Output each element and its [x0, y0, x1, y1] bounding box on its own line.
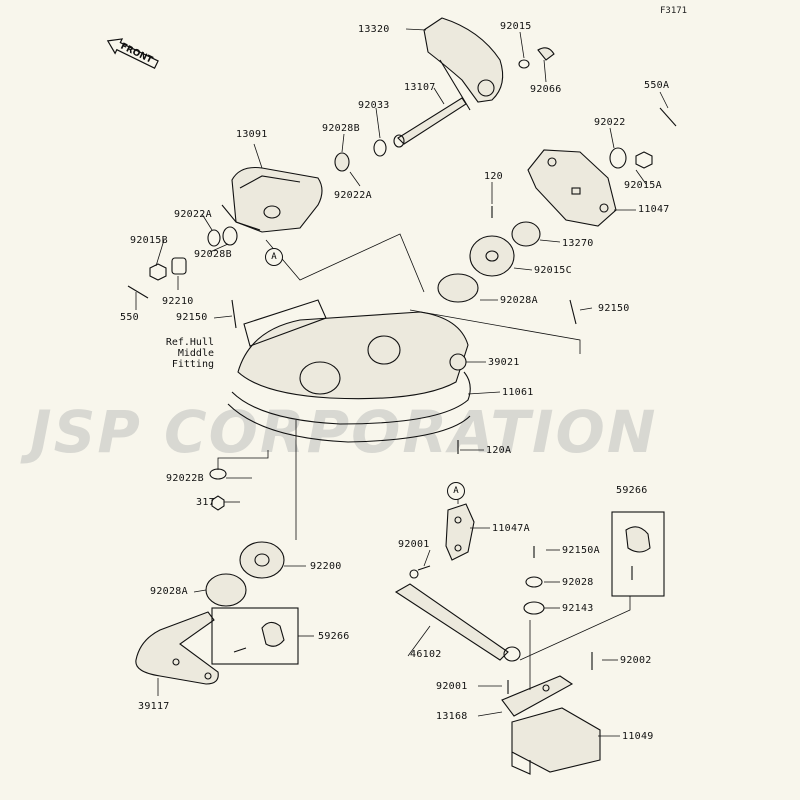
part-label: 39117: [138, 701, 170, 712]
part-label: 92200: [310, 561, 342, 572]
part-label: 11047: [638, 204, 670, 215]
part-label: 59266: [616, 485, 648, 496]
part-label: 92022B: [166, 473, 204, 484]
part-label: 92022A: [334, 190, 372, 201]
cap-92066: [537, 47, 555, 61]
inset-box-59266-left: [211, 607, 299, 665]
bolt-92150-right: [569, 299, 577, 325]
part-label: 317: [196, 497, 215, 508]
cap-39021: [449, 353, 467, 371]
deflector-13320: [423, 17, 504, 111]
nut-92015A: [635, 151, 653, 169]
bushing-92028B-left: [222, 226, 238, 246]
part-label: 92015: [500, 21, 532, 32]
plate-13270: [511, 221, 541, 247]
pump-cover-11061: [227, 299, 471, 443]
part-label: 120A: [486, 445, 512, 456]
lever-13168: [501, 675, 574, 717]
washer-92015C: [469, 235, 515, 277]
washer-92022A: [207, 229, 221, 247]
part-label: 120: [484, 171, 503, 182]
part-label: 39021: [488, 357, 520, 368]
part-label: 92028A: [500, 295, 538, 306]
part-label: 59266: [318, 631, 350, 642]
bushing-92028B: [334, 152, 350, 172]
inset-box-59266-right: [611, 511, 665, 597]
washer-92022: [609, 147, 627, 169]
part-label: 92150: [598, 303, 630, 314]
part-label: 92066: [530, 84, 562, 95]
part-label: 92150: [176, 312, 208, 323]
watermark: JSP CORPORATION: [30, 398, 658, 466]
part-label: 13107: [404, 82, 436, 93]
part-label: 92002: [620, 655, 652, 666]
callout-a-top: A: [265, 248, 283, 266]
figure-number: F3171: [660, 6, 688, 16]
cap-59266-right: [625, 526, 651, 553]
part-label: 92001: [436, 681, 468, 692]
part-label: 46102: [410, 649, 442, 660]
bracket-11047: [527, 149, 617, 227]
part-label: 13168: [436, 711, 468, 722]
front-arrow-icon: [106, 38, 159, 69]
part-label: 92028A: [150, 586, 188, 597]
shaft-13107: [393, 97, 467, 148]
washer-92022B: [209, 468, 227, 480]
part-label: 13320: [358, 24, 390, 35]
cotter-pin-550: [127, 285, 149, 299]
bushing-92028A-bottom: [205, 573, 247, 607]
part-label: 92150A: [562, 545, 600, 556]
part-label: 92022: [594, 117, 626, 128]
part-label: 92022A: [174, 209, 212, 220]
pump-housing-13091: [221, 166, 323, 233]
part-label: 92028B: [194, 249, 232, 260]
cotter-pin-550A: [659, 107, 677, 127]
ball-joint-92001-top: [417, 565, 431, 571]
part-label: 92015B: [130, 235, 168, 246]
nut-317: [211, 495, 225, 511]
bolt-92150-left: [231, 299, 237, 329]
part-label: 92210: [162, 296, 194, 307]
bushing-92143: [523, 601, 545, 615]
lever-39117: [135, 611, 219, 685]
washer-92015: [518, 59, 530, 69]
bushing-92028A: [437, 273, 479, 303]
part-label: 13091: [236, 129, 268, 140]
part-label: 11049: [622, 731, 654, 742]
part-label: 550: [120, 312, 139, 323]
arm-11047A: [445, 503, 475, 561]
rod-46102: [394, 583, 521, 662]
washer-92033: [373, 139, 387, 157]
part-label: 92015A: [624, 180, 662, 191]
part-label: 13270: [562, 238, 594, 249]
part-label: 11047A: [492, 523, 530, 534]
part-label: 92001: [398, 539, 430, 550]
callout-a-bottom: A: [447, 482, 465, 500]
part-label: 550A: [644, 80, 670, 91]
part-label: 92033: [358, 100, 390, 111]
part-label: 92028B: [322, 123, 360, 134]
front-arrow: FRONT: [102, 31, 163, 74]
bracket-11049: [511, 707, 601, 775]
fitting-plate: [243, 299, 327, 347]
washer-92200: [239, 541, 285, 579]
part-label: 92015C: [534, 265, 572, 276]
part-label: 11061: [502, 387, 534, 398]
nut-92015B: [149, 263, 167, 281]
cap-59266-left: [261, 621, 285, 647]
ref-hull-note: Ref.Hull Middle Fitting: [165, 337, 214, 370]
washer-92028: [525, 576, 543, 588]
spring-92210: [171, 257, 187, 275]
part-label: 92028: [562, 577, 594, 588]
part-label: 92143: [562, 603, 594, 614]
